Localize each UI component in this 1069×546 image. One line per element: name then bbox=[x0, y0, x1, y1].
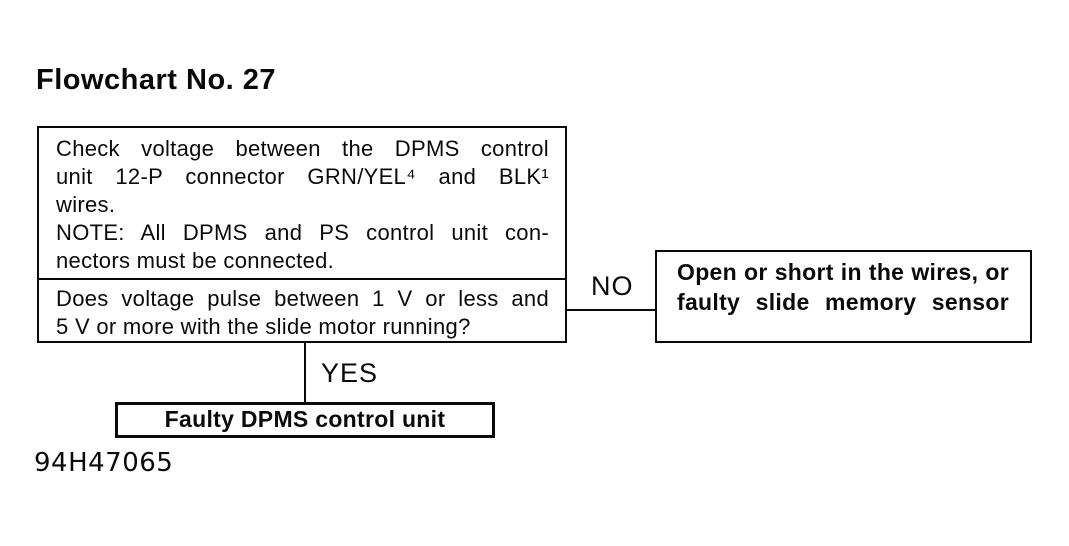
no-result-line: Open or short in the wires, or bbox=[677, 259, 1009, 285]
no-branch-label: NO bbox=[591, 271, 634, 301]
step-box: Check voltage between the DPMS control u… bbox=[37, 126, 567, 280]
step-box-line: unit 12-P connector GRN/YEL⁴ and BLK¹ bbox=[56, 164, 549, 189]
question-box-line: Does voltage pulse between 1 V or less a… bbox=[56, 286, 549, 311]
step-box-line: wires. bbox=[56, 192, 116, 217]
yes-result-text: Faulty DPMS control unit bbox=[164, 406, 446, 432]
no-result-box: Open or short in the wires, or faulty sl… bbox=[655, 250, 1032, 343]
figure-code: 94H47065 bbox=[34, 448, 174, 478]
step-box-line: NOTE: All DPMS and PS control unit con- bbox=[56, 220, 549, 245]
question-box-line: 5 V or more with the slide motor running… bbox=[56, 314, 471, 339]
yes-result-box: Faulty DPMS control unit bbox=[115, 402, 495, 438]
no-result-line: faulty slide memory sensor bbox=[677, 289, 1009, 315]
no-connector-line bbox=[565, 309, 657, 311]
step-box-line: Check voltage between the DPMS control bbox=[56, 136, 549, 161]
yes-branch-label: YES bbox=[321, 358, 379, 388]
yes-connector-line bbox=[304, 341, 306, 404]
question-box: Does voltage pulse between 1 V or less a… bbox=[37, 278, 567, 343]
page-title: Flowchart No. 27 bbox=[36, 64, 277, 96]
step-box-line: nectors must be connected. bbox=[56, 248, 335, 273]
